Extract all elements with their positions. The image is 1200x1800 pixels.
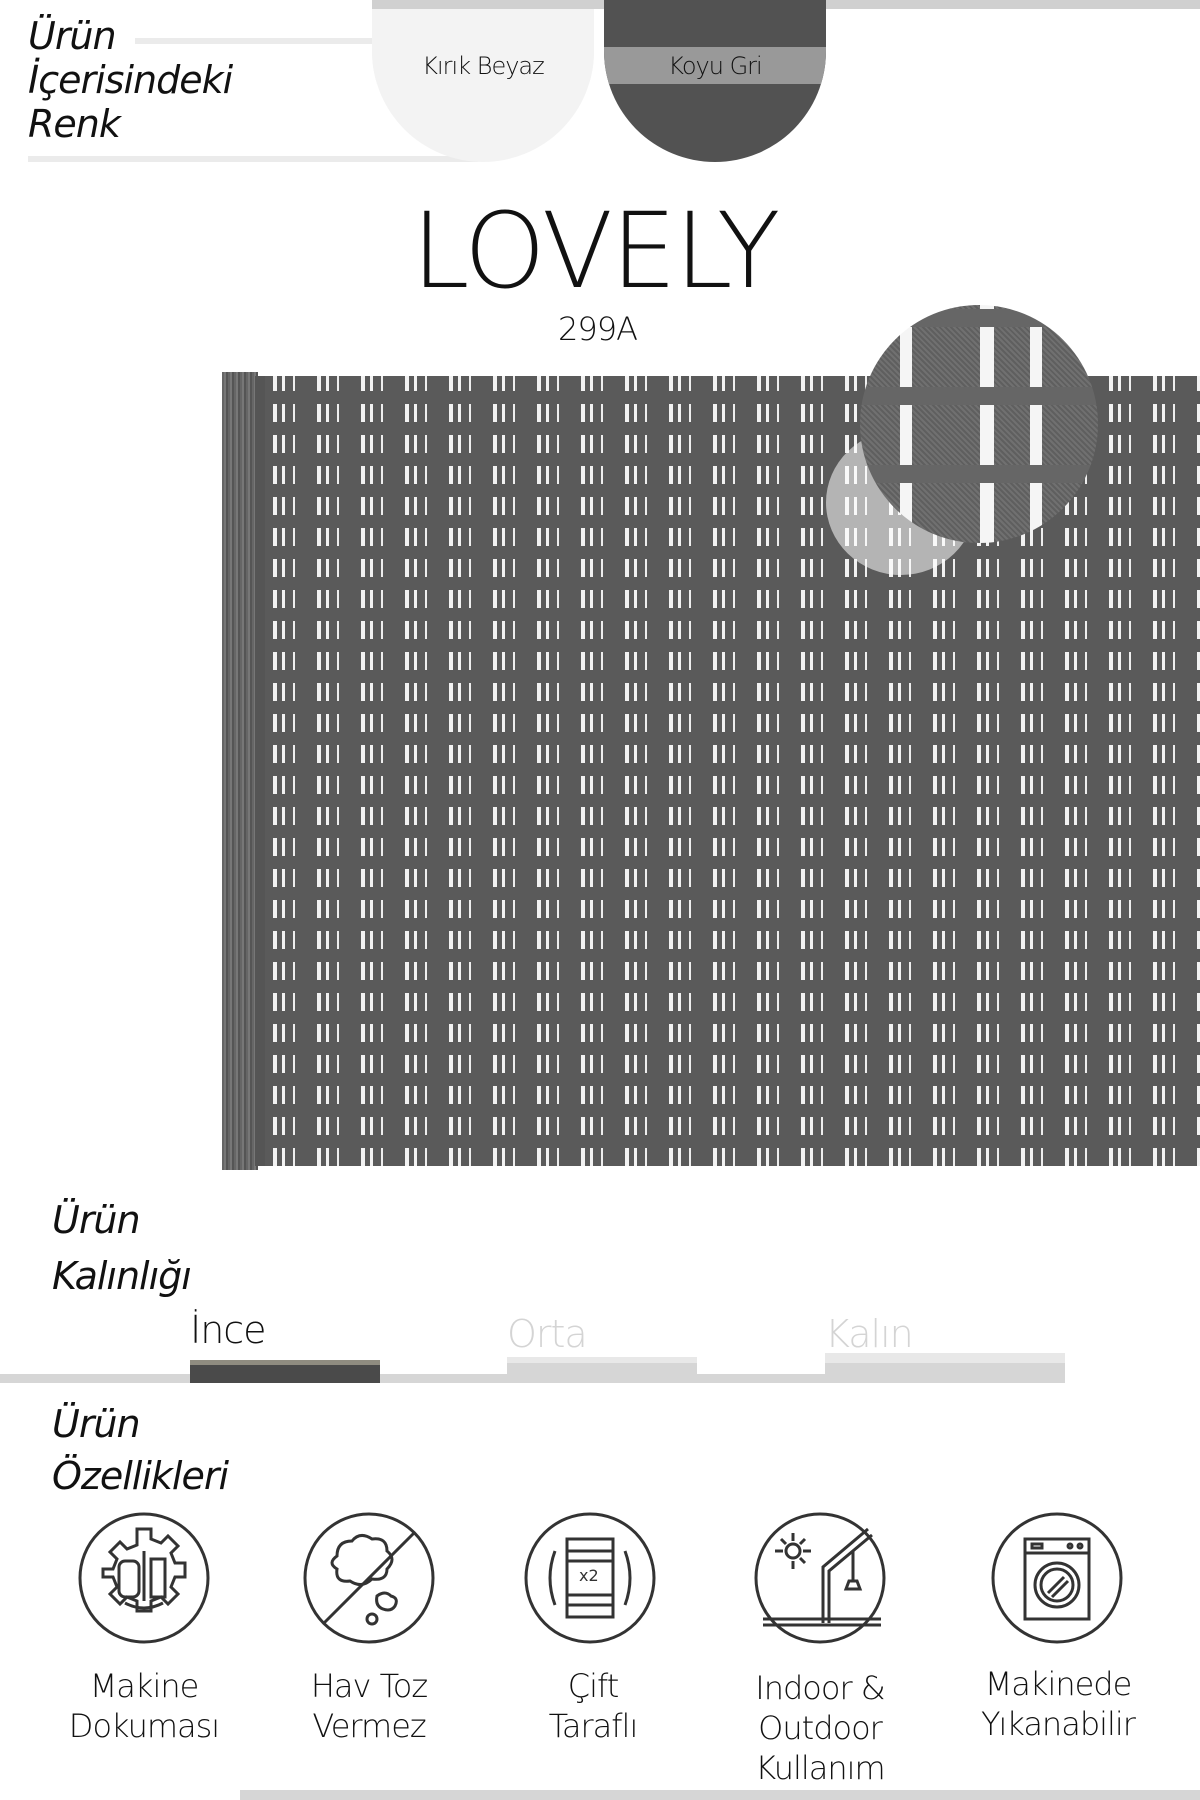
- feature-label: Makine: [89, 1667, 200, 1705]
- thickness-label-orta: Orta: [507, 1312, 588, 1356]
- heading-line: Özellikleri: [52, 1454, 229, 1498]
- thickness-heading: Ürün Kalınlığı: [52, 1192, 192, 1304]
- washing-machine-icon: [991, 1512, 1123, 1644]
- divider: [28, 156, 478, 162]
- feature-indoor-outdoor: Indoor & Outdoor Kullanım: [710, 1668, 930, 1788]
- heading-line: İçerisindeki: [28, 58, 233, 102]
- product-code: 299A: [558, 310, 638, 348]
- thickness-label-ince: İnce: [190, 1308, 267, 1352]
- rug-fringe: [222, 372, 258, 1170]
- thickness-accent: [190, 1360, 380, 1365]
- swatch-label: Koyu Gri: [604, 47, 826, 84]
- feature-label: Vermez: [312, 1707, 426, 1745]
- product-name: LOVELY: [411, 190, 781, 312]
- feature-label: Dokuması: [68, 1707, 220, 1745]
- feature-label: Hav Toz: [310, 1667, 428, 1705]
- bottom-bar: [240, 1790, 1200, 1800]
- feature-label: Yıkanabilir: [981, 1705, 1136, 1743]
- thickness-option-kalin[interactable]: [825, 1353, 1065, 1383]
- indoor-outdoor-icon: [754, 1512, 886, 1644]
- thickness-label-kalin: Kalın: [825, 1312, 914, 1356]
- features-heading: Ürün Özellikleri: [52, 1398, 229, 1502]
- heading-line: Ürün: [52, 1198, 141, 1242]
- swatch-label: Kırık Beyaz: [372, 47, 594, 84]
- feature-label: Çift: [567, 1667, 619, 1705]
- feature-label: Outdoor: [758, 1709, 883, 1747]
- heading-line: Kalınlığı: [52, 1254, 192, 1298]
- texture-magnifier: [860, 305, 1098, 543]
- heading-line: Ürün: [52, 1402, 141, 1446]
- feature-label: Makinede: [984, 1665, 1133, 1703]
- feature-hav-toz-vermez: Hav Toz Vermez: [259, 1666, 479, 1746]
- swatch-koyu-gri[interactable]: Koyu Gri: [604, 0, 826, 162]
- colors-heading: Ürün İçerisindeki Renk: [28, 14, 233, 146]
- machine-weaving-icon: [78, 1512, 210, 1644]
- thickness-option-orta[interactable]: [507, 1357, 697, 1383]
- feature-makine-dokumasi: Makine Dokuması: [34, 1666, 254, 1746]
- svg-text:x2: x2: [579, 1566, 599, 1585]
- double-sided-icon: x2: [524, 1512, 656, 1644]
- swatch-kirik-beyaz[interactable]: Kırık Beyaz: [372, 9, 594, 162]
- heading-line: Ürün: [28, 14, 117, 58]
- divider: [135, 38, 375, 44]
- thickness-option-ince[interactable]: [190, 1365, 380, 1383]
- no-lint-icon: [303, 1512, 435, 1644]
- feature-label: Taraflı: [548, 1707, 639, 1745]
- feature-label: Indoor &: [755, 1669, 885, 1707]
- feature-makinede-yikanabilir: Makinede Yıkanabilir: [948, 1664, 1168, 1744]
- feature-label: Kullanım: [755, 1749, 885, 1787]
- feature-cift-tarafli: Çift Taraflı: [483, 1666, 703, 1746]
- heading-line: Renk: [28, 102, 121, 146]
